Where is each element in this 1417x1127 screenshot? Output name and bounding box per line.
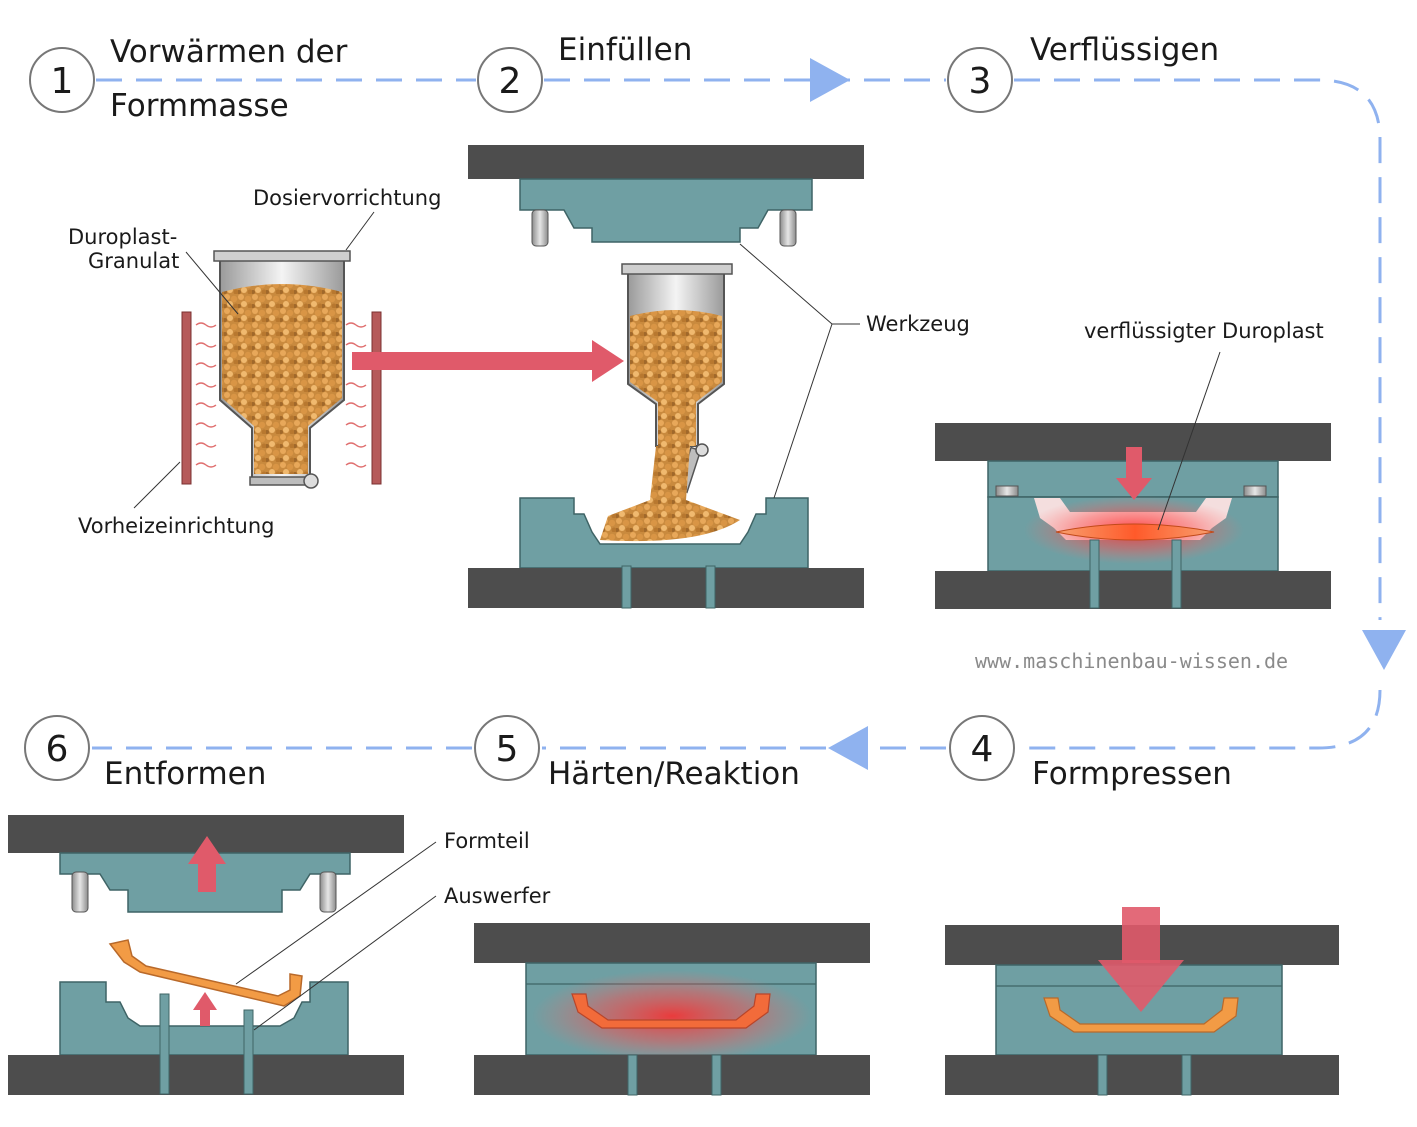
step-number: 6 [46, 729, 69, 770]
open-mold-step2 [468, 145, 864, 609]
bottom-plate [468, 568, 864, 608]
step-4-marker: 4 [949, 715, 1015, 781]
granulate-fill [222, 284, 342, 474]
heater-plate-right [371, 311, 382, 485]
watermark: www.maschinenbau-wissen.de [975, 649, 1288, 673]
step-number: 1 [51, 61, 74, 102]
flow-arrow-icon [828, 726, 868, 770]
tool-label: Werkzeug [866, 312, 970, 336]
pressure-arrow-icon [1116, 447, 1152, 500]
step-2-marker: 2 [477, 47, 543, 113]
container-lid [621, 263, 733, 275]
step-6-label: Entformen [104, 756, 266, 792]
step-number: 3 [969, 61, 992, 102]
ejection-arrow-icon [188, 836, 226, 892]
ejector-pin [627, 1054, 638, 1096]
preheater-assembly [181, 250, 382, 489]
step-number: 2 [499, 61, 522, 102]
preheater-label: Vorheizeinrichtung [78, 514, 275, 538]
ejector-arrow-icon [193, 992, 217, 1026]
falling-granulate [600, 446, 740, 542]
container-gate [249, 476, 311, 486]
ejector-pin [621, 565, 632, 609]
granulate-fill [630, 310, 722, 446]
guide-pin [1243, 485, 1267, 497]
dosing-label: Dosiervorrichtung [253, 186, 441, 210]
molded-part [1043, 997, 1239, 1033]
step-6-marker: 6 [24, 715, 90, 781]
step-number: 5 [496, 729, 519, 770]
step-4-label: Formpressen [1032, 756, 1232, 792]
heat-glow [532, 970, 812, 1062]
guide-pin [779, 209, 797, 247]
ejector-pin [1171, 539, 1182, 609]
top-plate [474, 923, 870, 963]
callout-lines-step6 [235, 841, 437, 1031]
granulate-label: Duroplast- [68, 225, 177, 249]
granulate-label-2: Granulat [88, 249, 179, 273]
callout-lines-step1 [133, 211, 375, 509]
flow-arrow-icon [1362, 630, 1406, 670]
callout-lines-tool [739, 243, 860, 499]
pressure-arrow-icon [1098, 907, 1184, 1012]
ejector-pin [159, 993, 170, 1095]
heater-plate-left [181, 311, 192, 485]
liquefied-label: verflüssigter Duroplast [1084, 319, 1324, 343]
ejected-part [108, 939, 303, 1007]
heat-arrow-icon [352, 340, 624, 382]
ejector-pin [1089, 539, 1100, 609]
curing-part [571, 993, 771, 1029]
guide-pin [319, 871, 337, 913]
bottom-plate [935, 571, 1331, 609]
callout-line [1157, 351, 1221, 531]
upper-mold [519, 178, 813, 243]
top-plate [468, 145, 864, 179]
step-1-label: Vorwärmen der [110, 34, 348, 70]
ejector-pin [243, 1009, 254, 1095]
step-1-label-2: Formmasse [110, 88, 289, 124]
step-3-marker: 3 [947, 47, 1013, 113]
lower-mold [519, 497, 809, 569]
ejector-pin [1181, 1054, 1192, 1096]
lower-mold [59, 981, 349, 1056]
step-5-label: Härten/Reaktion [548, 756, 800, 792]
guide-pin [531, 209, 549, 247]
flow-arrow-icon [810, 58, 850, 102]
ejector-pin [1097, 1054, 1108, 1096]
ejector-pin [705, 565, 716, 609]
step-number: 4 [971, 729, 994, 770]
bottom-plate [945, 1055, 1339, 1095]
bottom-plate [474, 1055, 870, 1095]
step-3-label: Verflüssigen [1030, 32, 1219, 68]
part-label: Formteil [444, 829, 530, 853]
bottom-plate [8, 1055, 404, 1095]
step-2-label: Einfüllen [558, 32, 692, 68]
ejector-pin [711, 1054, 722, 1096]
gate-hinge [303, 473, 319, 489]
guide-pin [995, 485, 1019, 497]
step-5-marker: 5 [474, 715, 540, 781]
guide-pin [71, 871, 89, 913]
closed-mold-step5 [474, 923, 870, 1096]
step-1-marker: 1 [29, 47, 95, 113]
container-lid [213, 250, 351, 262]
heat-wave-icon [195, 322, 367, 468]
ejector-label: Auswerfer [444, 884, 551, 908]
gate-hinge [695, 443, 709, 457]
liquefied-melt [1055, 523, 1215, 541]
flow-line [92, 78, 1382, 750]
